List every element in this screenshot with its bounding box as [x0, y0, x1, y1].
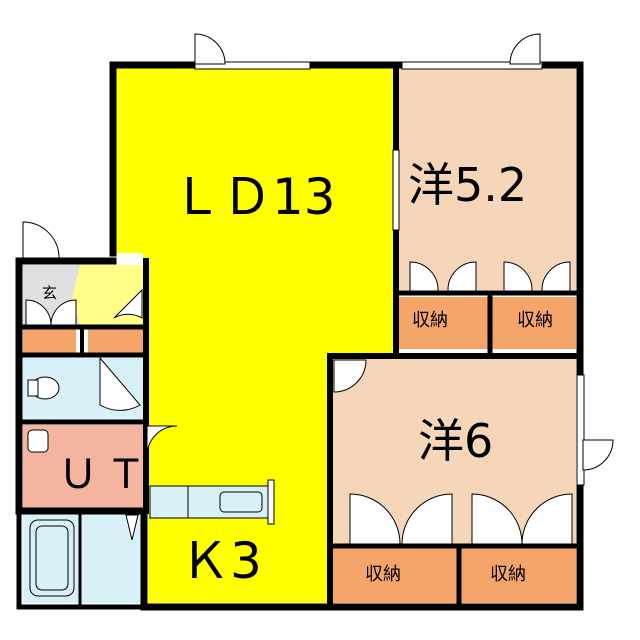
storage-1-floor [398, 297, 488, 349]
storage-2-floor [492, 297, 576, 349]
fixtures [27, 376, 275, 597]
storage-4-label: 収納 [490, 564, 526, 585]
window-top-western [401, 61, 543, 70]
bathtub [29, 519, 75, 597]
storage-3-floor [333, 548, 457, 603]
door-bath [125, 514, 139, 541]
washbasin [27, 429, 49, 453]
door-toilet [99, 356, 141, 411]
windows [194, 61, 585, 486]
door-entrance-step [113, 288, 143, 319]
kitchen-label: Ｋ3 [180, 532, 262, 590]
entrance-label: 玄 [42, 284, 58, 302]
window-top-ld [194, 61, 311, 70]
storage-2-label: 収納 [517, 310, 553, 331]
door-swings [22, 33, 614, 541]
shoe-storage-right [88, 329, 143, 353]
door-entrance [22, 221, 60, 259]
ld-label: ＬＤ13 [172, 168, 336, 226]
window-side-western [576, 374, 585, 486]
door-side-western [582, 439, 614, 471]
door-unit-bath [146, 425, 178, 457]
door-top-ld [194, 33, 226, 65]
storage-3-label: 収納 [365, 564, 401, 585]
storage-4-floor [461, 548, 576, 603]
western-room-b-label: 洋6 [418, 414, 494, 468]
western-room-a-label: 洋5.2 [408, 158, 528, 212]
closet-doors [25, 261, 573, 545]
ld-kitchen-floor [113, 68, 394, 603]
door-top-western [509, 33, 541, 65]
shoe-storage-left [23, 329, 76, 353]
storage-1-label: 収納 [412, 310, 448, 331]
kitchen-sink [219, 491, 263, 513]
unit-bath-label: ＵＴ [58, 452, 154, 498]
door-western-b [333, 359, 367, 393]
window-left-western-a [392, 149, 400, 231]
entrance-step [72, 265, 143, 325]
western-room-a-floor [398, 68, 576, 290]
